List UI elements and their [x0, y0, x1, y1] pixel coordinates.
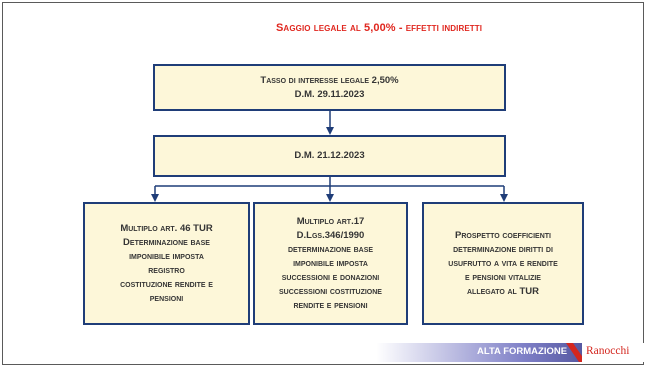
box-multiplo-art17: Multiplo art.17 D.Lgs.346/1990 determina… — [253, 202, 408, 325]
box-tasso-legale: Tasso di interesse legale 2,50% D.M. 29.… — [153, 64, 506, 111]
box-multiplo-art17-line: rendite e pensioni — [293, 299, 368, 311]
box-multiplo-art46-line: registro — [148, 264, 185, 276]
box-multiplo-art17-line: determinazione base — [287, 243, 374, 255]
box-multiplo-art46-line: imponibile imposta — [129, 250, 204, 262]
box-multiplo-art46-line: Multiplo art. 46 TUR — [120, 222, 213, 234]
box-multiplo-art17-line: Multiplo art.17 — [296, 215, 365, 227]
box-tasso-legale-line1: Tasso di interesse legale 2,50% — [260, 74, 399, 86]
box-multiplo-art17-line: D.Lgs.346/1990 — [296, 229, 365, 241]
box-multiplo-art17-line: successioni costituzione — [279, 285, 382, 297]
footer-label: ALTA FORMAZIONE — [477, 346, 568, 357]
box-prospetto-line: e pensioni vitalizie — [465, 271, 541, 283]
box-prospetto-line: determinazione diritti di — [453, 243, 553, 255]
box-multiplo-art46: Multiplo art. 46 TUR Determinazione base… — [83, 202, 250, 325]
slide-title: Saggio legale al 5,00% - effetti indiret… — [276, 22, 483, 34]
box-dm-21-12-2023: D.M. 21.12.2023 — [153, 135, 506, 177]
box-dm-line1: D.M. 21.12.2023 — [294, 150, 365, 161]
box-prospetto-line: allegato al TUR — [467, 285, 539, 297]
box-tasso-legale-line2: D.M. 29.11.2023 — [294, 88, 365, 100]
box-multiplo-art46-line: costituzione rendite e — [120, 278, 213, 290]
box-multiplo-art17-line: successioni e donazioni — [281, 271, 380, 283]
box-multiplo-art46-line: Determinazione base — [123, 236, 210, 248]
box-prospetto-line: usufrutto a vita e rendite — [448, 257, 558, 269]
box-multiplo-art46-line: pensioni — [149, 292, 184, 304]
box-multiplo-art17-line: imponibile imposta — [293, 257, 368, 269]
brand-logo: Ranocchi — [582, 343, 644, 362]
box-prospetto-coefficienti: Prospetto coefficienti determinazione di… — [422, 202, 584, 325]
box-prospetto-line: Prospetto coefficienti — [455, 229, 551, 241]
brand-logo-text: Ranocchi — [586, 345, 630, 357]
slide-frame — [2, 2, 644, 365]
footer-slash-icon — [566, 343, 586, 362]
